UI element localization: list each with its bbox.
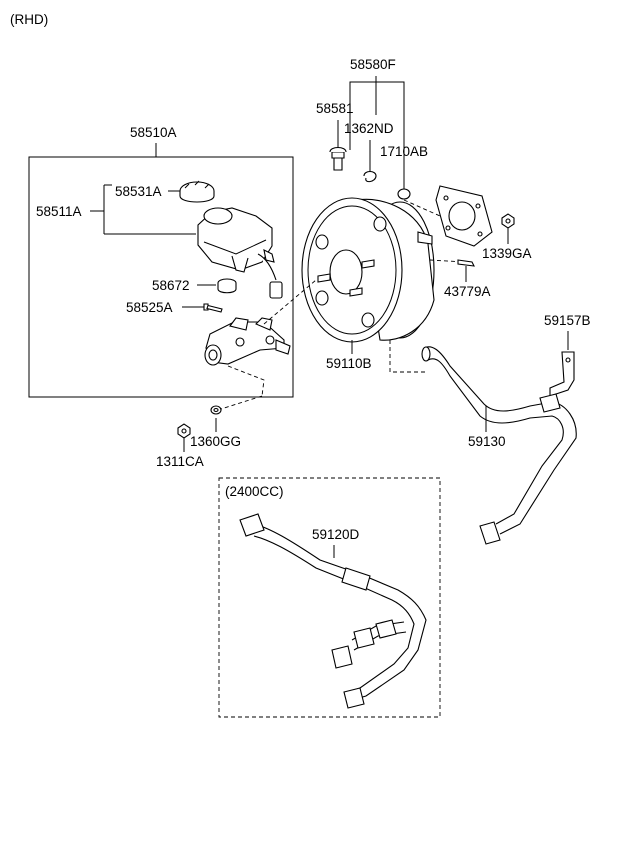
nut-1311CA-icon bbox=[177, 423, 191, 439]
label-58581[interactable]: 58581 bbox=[316, 101, 354, 116]
reservoir-cap-icon bbox=[179, 180, 215, 203]
vacuum-hose-59120D-icon bbox=[239, 513, 427, 709]
washer-1360GG-icon bbox=[210, 405, 222, 415]
master-cylinder-box bbox=[28, 156, 294, 398]
label-59120D[interactable]: 59120D bbox=[312, 527, 360, 542]
variant-label: (RHD) bbox=[10, 12, 48, 27]
stud-58581-icon bbox=[329, 146, 347, 171]
vacuum-hose-59130-icon bbox=[421, 346, 577, 545]
label-43779A[interactable]: 43779A bbox=[444, 284, 491, 299]
clip-1362ND-icon bbox=[363, 170, 377, 183]
label-59157B[interactable]: 59157B bbox=[544, 313, 591, 328]
label-1362ND[interactable]: 1362ND bbox=[344, 121, 394, 136]
brake-booster-icon bbox=[301, 197, 435, 343]
label-1710AB[interactable]: 1710AB bbox=[380, 144, 428, 159]
label-58510A[interactable]: 58510A bbox=[130, 125, 177, 140]
label-1311CA[interactable]: 1311CA bbox=[156, 454, 204, 469]
ring-1710AB-icon bbox=[397, 188, 411, 200]
label-58672[interactable]: 58672 bbox=[152, 278, 190, 293]
label-58531A[interactable]: 58531A bbox=[115, 184, 162, 199]
gasket-icon bbox=[435, 185, 493, 247]
pin-43779A-icon bbox=[457, 259, 475, 267]
label-58511A[interactable]: 58511A bbox=[36, 204, 82, 219]
variant-2400cc-label: (2400CC) bbox=[225, 484, 284, 499]
label-1339GA[interactable]: 1339GA bbox=[482, 246, 532, 261]
grommet-58672-icon bbox=[217, 278, 237, 294]
label-59130[interactable]: 59130 bbox=[468, 434, 506, 449]
variant-2400cc-box bbox=[218, 477, 441, 718]
nut-1339GA-icon bbox=[501, 213, 515, 229]
master-cylinder-icon bbox=[204, 317, 291, 366]
pin-58525A-icon bbox=[203, 303, 223, 313]
label-59110B[interactable]: 59110B bbox=[326, 356, 372, 371]
bracket-59157B-icon bbox=[549, 351, 575, 397]
label-1360GG[interactable]: 1360GG bbox=[190, 434, 241, 449]
label-58525A[interactable]: 58525A bbox=[126, 300, 173, 315]
reservoir-icon bbox=[197, 207, 283, 299]
label-58580F[interactable]: 58580F bbox=[350, 57, 396, 72]
